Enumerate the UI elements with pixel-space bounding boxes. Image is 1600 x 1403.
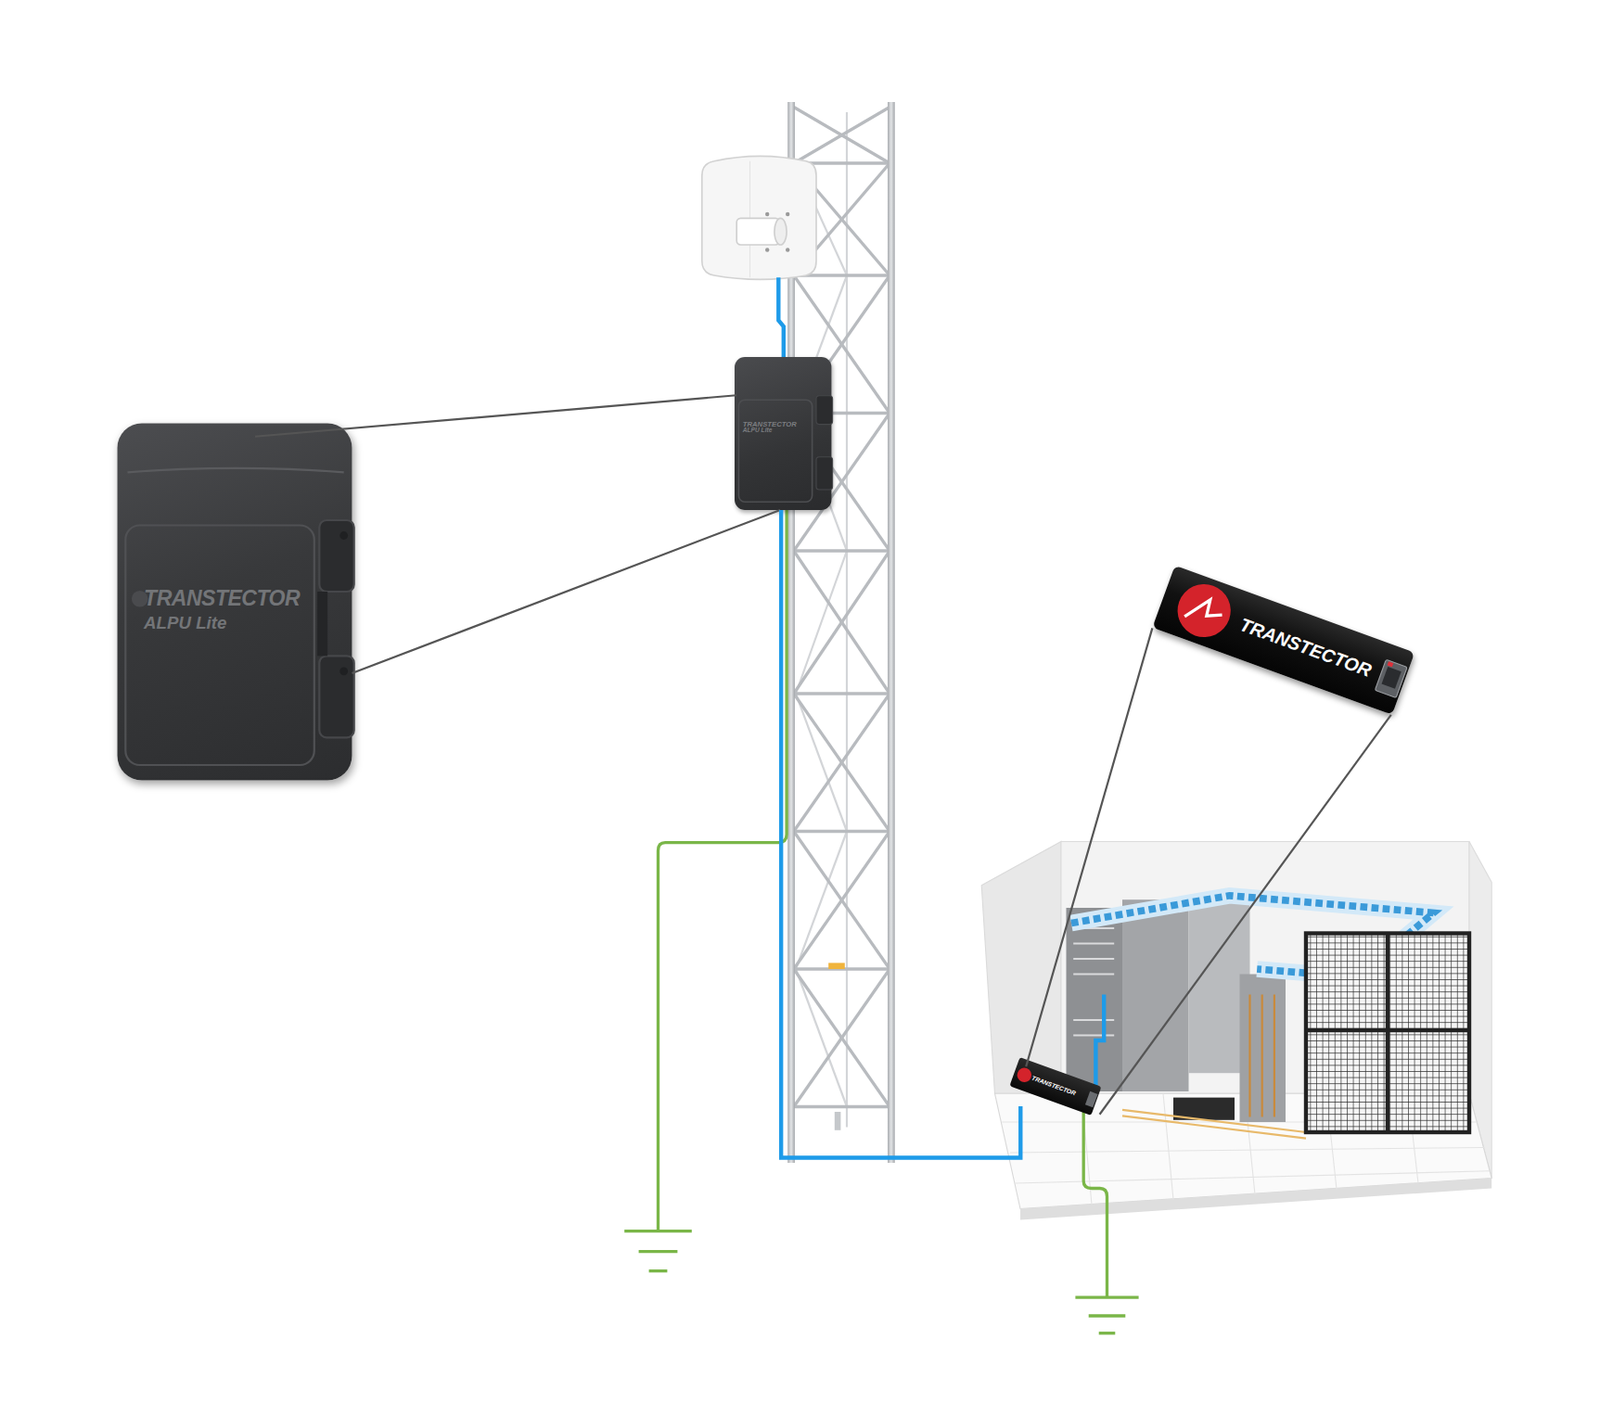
surge-protector-enlarged: TRANSTECTORALPU Lite [117, 423, 353, 781]
latch [319, 520, 354, 592]
rj45-port [1085, 1091, 1099, 1108]
port-opening [1382, 666, 1402, 690]
screw [339, 666, 348, 676]
ground-symbol [1075, 1297, 1139, 1334]
ground-wire [658, 510, 788, 1232]
logo-mark [1184, 593, 1226, 629]
lid-line [128, 468, 345, 473]
enclosure-detail [734, 357, 832, 511]
brand-name: TRANSTECTOR [1030, 1075, 1076, 1097]
product-name: ALPU Lite [742, 427, 832, 435]
antenna-cable [778, 277, 784, 358]
latch [319, 655, 354, 738]
brand-name: TRANSTECTOR [143, 587, 352, 612]
data-center [981, 842, 1492, 1221]
rack-cable [1095, 995, 1104, 1095]
brand-name: TRANSTECTOR [742, 420, 832, 428]
antenna [702, 155, 817, 280]
product-name: ALPU Lite [143, 613, 352, 634]
screw [339, 531, 348, 540]
leader-line [1025, 627, 1152, 1067]
logo-disc [1170, 576, 1239, 645]
ethernet-cable [780, 510, 1021, 1159]
brand-name: TRANSTECTOR [1236, 614, 1374, 682]
ground-wire [1083, 1112, 1107, 1298]
latch [816, 457, 833, 490]
inline-protector-small: TRANSTECTOR [1009, 1057, 1101, 1116]
leader-line [1100, 715, 1392, 1115]
leader-line [255, 395, 737, 436]
latch [816, 396, 833, 425]
tower-marker [828, 962, 845, 970]
hinge [317, 591, 328, 656]
leader-line [352, 510, 781, 674]
front-panel [738, 399, 812, 502]
surge-protector-small: TRANSTECTORALPU Lite [734, 357, 832, 511]
logo-disc [1014, 1065, 1034, 1085]
inline-protector-enlarged: TRANSTECTOR [1152, 565, 1415, 716]
rj45-port [1374, 659, 1408, 698]
ground-symbol [624, 1231, 692, 1272]
led [1387, 661, 1395, 667]
front-panel [125, 525, 315, 767]
